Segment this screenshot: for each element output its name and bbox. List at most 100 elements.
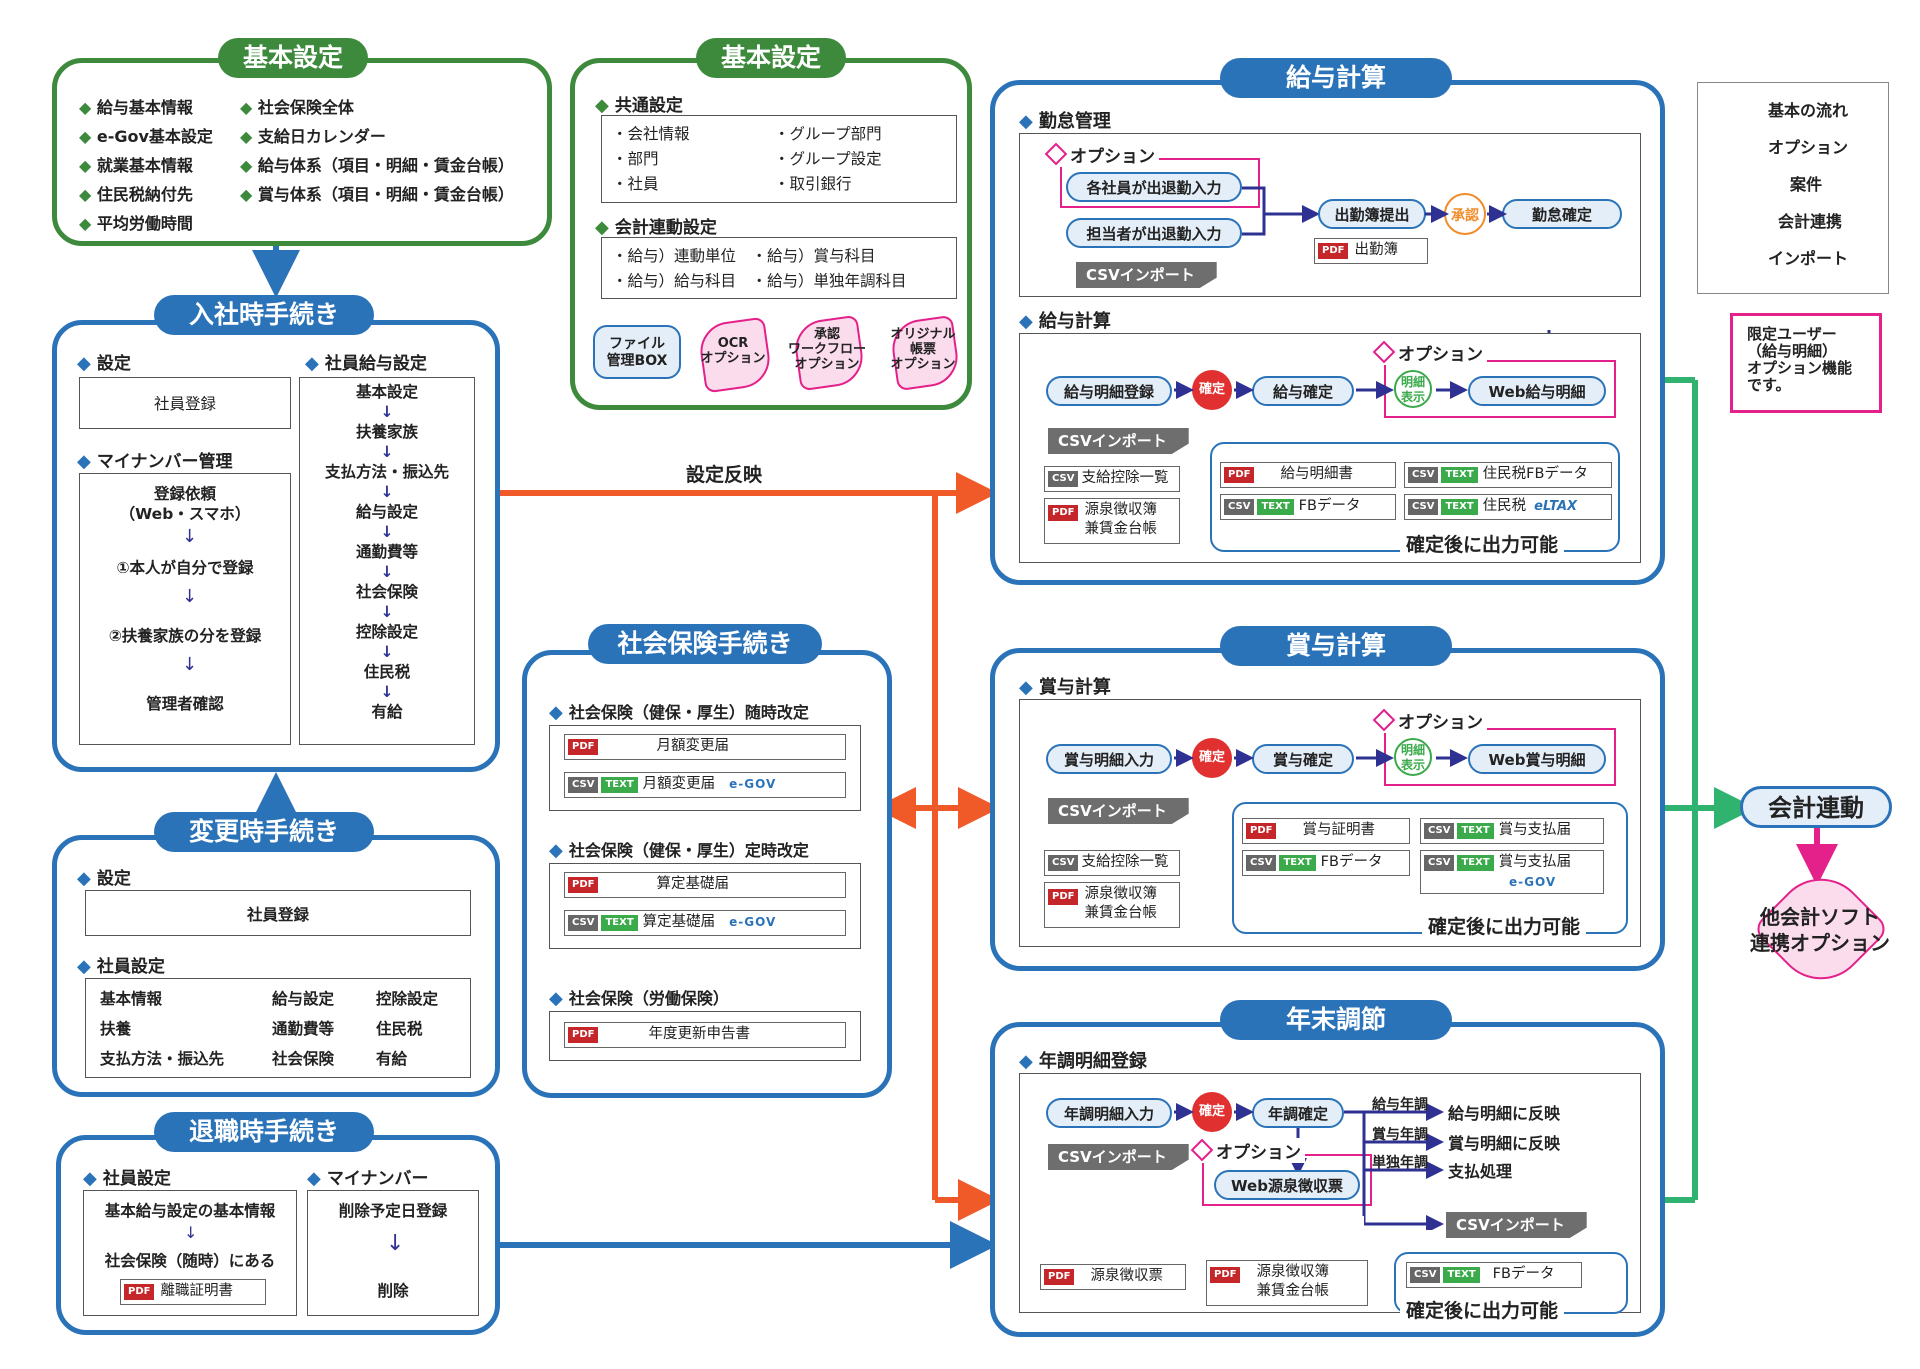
common-item: ・グループ設定 [774,150,882,168]
taishoku-title: 退職時手続き [154,1112,374,1152]
down-arrow: ↓ [182,526,198,547]
kihon1-item: ◆ 給与基本情報 [79,98,193,117]
henko-grid-cell: 扶養 [100,1020,132,1038]
bonus-detail-entry[interactable]: 賞与明細入力 [1046,744,1172,774]
salary-settings-box: 基本設定↓ 扶養家族↓ 支払方法・振込先↓ 給与設定↓ 通勤費等↓ 社会保険↓ … [299,377,475,745]
salary-confirm[interactable]: 給与確定 [1252,376,1354,406]
nenmatsu-csv-import-2[interactable]: CSVインポート [1446,1212,1587,1238]
common-settings-title: ◆共通設定 [595,95,683,116]
down-arrow: ↓ [182,586,198,607]
shoyo-option-label: オプション [1372,708,1487,733]
mynumber-title: ◆マイナンバー管理 [77,451,233,472]
kintai-option-label: オプション [1044,142,1159,167]
shaho-sec-title: ◆社会保険（健保・厚生）定時改定 [549,840,809,861]
kyuyo-csv-import[interactable]: CSVインポート [1048,428,1189,454]
mynumber-step: 管理者確認 [146,695,224,713]
salary-step: 扶養家族 [355,423,418,441]
nenmatsu-csv-import[interactable]: CSVインポート [1048,1144,1189,1170]
confirm-circle[interactable]: 確定 [1192,738,1232,778]
nyusha-settings-title: ◆設定 [77,353,131,374]
each-employee-input[interactable]: 各社員が出退勤入力 [1066,172,1242,202]
workflow-option[interactable]: 承認 ワークフロー オプション [787,327,866,372]
kaikei-rendo[interactable]: 会計連動 [1740,786,1892,828]
shoyo-calc-box: 賞与明細入力 確定 賞与確定 オプション 明細 表示 Web賞与明細 CSVイン… [1019,699,1641,947]
detail-display-circle[interactable]: 明細 表示 [1394,370,1432,408]
common-col2: ・グループ部門 ・グループ設定 ・取引銀行 [774,122,882,197]
henko-title: 変更時手続き [154,812,374,852]
ocr-option[interactable]: OCR オプション [700,336,766,366]
kihon1-item: ◆ 賞与体系（項目・明細・賃金台帳） [240,185,514,204]
henko-grid-cell: 支払方法・振込先 [100,1050,225,1068]
henko-emp-box: 基本情報 給与設定 控除設定 扶養 通勤費等 住民税 支払方法・振込先 社会保険… [85,978,471,1078]
attendance-confirm[interactable]: 勤怠確定 [1502,199,1622,229]
approve-circle[interactable]: 承認 [1444,193,1486,235]
kihon-settei-panel-1: ◆ 給与基本情報 ◆ e-Gov基本設定 ◆ 就業基本情報 ◆ 住民税納付先 ◆… [52,58,552,246]
kyuyo-panel: ◆勤怠管理 オプション 各社員が出退勤入力 担当者が出退勤入力 CSVインポート… [990,80,1665,585]
taishoku-step: 社会保険（随時）にある [104,1252,276,1270]
confirm-circle[interactable]: 確定 [1192,1092,1232,1132]
mynumber-step: ①本人が自分で登録 [116,559,254,577]
shoyo-output-note: 確定後に出力可能 [1422,912,1587,939]
attendance-submit[interactable]: 出勤簿提出 [1318,199,1426,229]
web-bonus-detail[interactable]: Web賞与明細 [1468,744,1606,774]
original-form-option[interactable]: オリジナル 帳票 オプション [890,327,956,372]
branch-label: 給与年調 [1372,1097,1428,1113]
nencho-detail-entry[interactable]: 年調明細入力 [1046,1098,1172,1128]
nencho-confirm[interactable]: 年調確定 [1252,1098,1344,1128]
web-withholding-slip[interactable]: Web源泉徴収票 [1214,1170,1360,1200]
mynumber-box: 登録依頼 （Web・スマホ） ↓ ①本人が自分で登録 ↓ ②扶養家族の分を登録 … [79,473,291,745]
common-settings-box: ・会社情報 ・部門 ・社員 ・グループ部門 ・グループ設定 ・取引銀行 [601,115,957,203]
salary-step: 給与設定 [355,503,418,521]
web-salary-detail[interactable]: Web給与明細 [1468,376,1606,406]
salary-settings-title: ◆社員給与設定 [305,353,427,374]
detail-display-circle[interactable]: 明細 表示 [1394,738,1432,776]
kintai-merge-arrows [1242,186,1322,236]
salary-steps: 基本設定↓ 扶養家族↓ 支払方法・振込先↓ 給与設定↓ 通勤費等↓ 社会保険↓ … [300,382,474,722]
kihon1-item: ◆ 平均労働時間 [79,214,193,233]
common-item: ・部門 [612,150,659,168]
down-arrow: ↓ [380,603,394,621]
kintai-option-frame [1060,158,1260,208]
salary-step: 基本設定 [355,383,418,401]
other-soft-option[interactable]: 他会計ソフト 連携オプション [1750,905,1890,955]
henko-grid-cell: 通勤費等 [272,1020,335,1038]
salary-detail-entry[interactable]: 給与明細登録 [1046,376,1172,406]
kyuyo-title: 給与計算 [1220,58,1452,98]
henko-panel: ◆設定 社員登録 ◆社員設定 基本情報 給与設定 控除設定 扶養 通勤費等 住民… [52,835,500,1097]
nenmatsu-box: 年調明細入力 確定 年調確定 CSVインポート オプション Web源泉徴収票 給… [1019,1073,1641,1323]
kintai-csv-import[interactable]: CSVインポート [1076,262,1217,288]
confirm-circle[interactable]: 確定 [1192,370,1232,410]
salary-step: 住民税 [363,663,411,681]
file-box-option[interactable]: ファイル 管理BOX [593,325,681,379]
nenmatsu-csv-line [1364,1214,1444,1230]
down-arrow: ↓ [380,683,394,701]
henko-grid-cell: 社会保険 [272,1050,335,1068]
taishoku-emp-title: ◆社員設定 [83,1168,171,1189]
shoyo-panel: ◆賞与計算 賞与明細入力 確定 賞与確定 オプション 明細 表示 Web賞与明細… [990,648,1665,971]
manager-input[interactable]: 担当者が出退勤入力 [1066,218,1242,248]
shoyo-csv-import[interactable]: CSVインポート [1048,798,1189,824]
